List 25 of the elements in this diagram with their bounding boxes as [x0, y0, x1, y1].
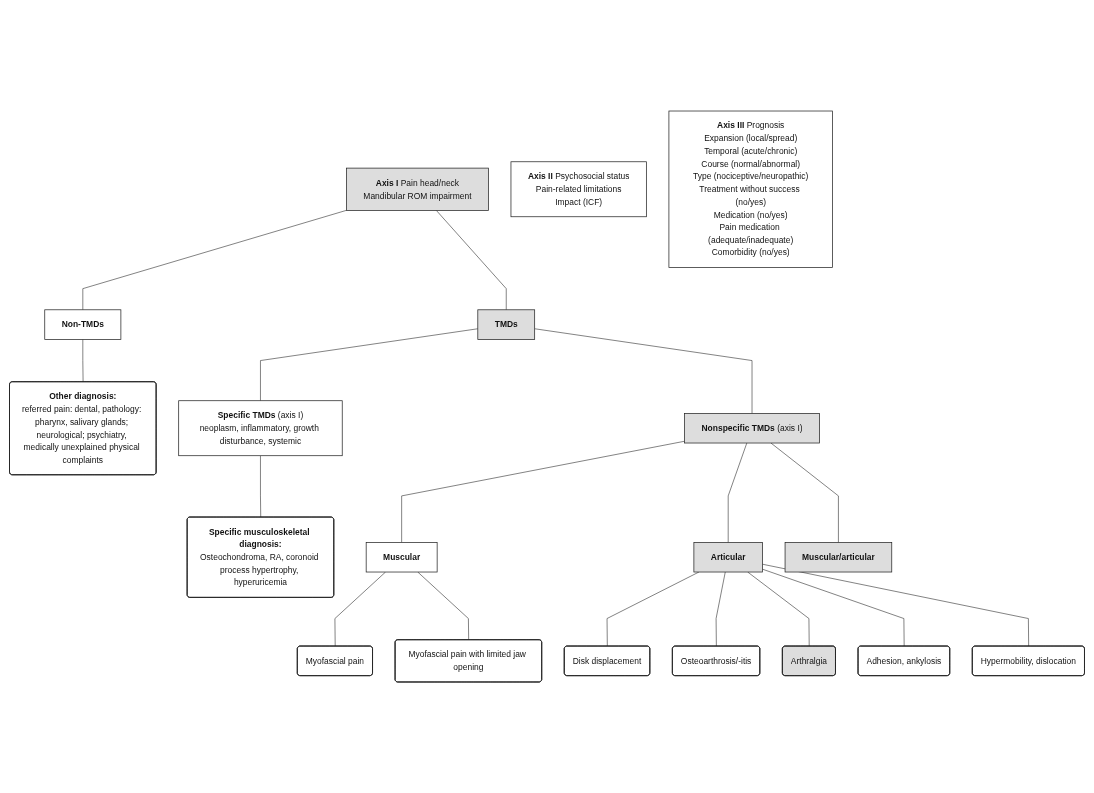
connector	[534, 328, 753, 414]
connector	[436, 210, 507, 311]
node-box: Muscular	[365, 542, 438, 573]
node-box: TMDs	[477, 309, 536, 340]
node-box: Axis I Pain head/neck Mandibular ROM impairment	[346, 167, 489, 211]
connector	[770, 442, 839, 543]
connector	[401, 440, 685, 543]
node-box: Non-TMDs	[44, 309, 122, 340]
connector	[747, 571, 810, 647]
connector	[82, 210, 347, 311]
connector	[82, 339, 84, 383]
node-box: Articular	[693, 542, 763, 573]
node-box: Nonspecific TMDs (axis I)	[684, 413, 820, 444]
node-box: Muscular/articular	[784, 542, 893, 573]
connector	[762, 568, 905, 647]
node-box: Axis II Psychosocial status Pain-related limitations Impact (ICF)	[510, 161, 647, 218]
node-box: Axis III Prognosis Expansion (local/spread) Temporal (acute/chronic) Course (normal/abnormal) Type (nociceptive/neuropathic) Treatment without success (no/yes) Medication (no/yes) Pain medication (adequate/inadequate) Comorbidity (no/yes)	[668, 110, 833, 268]
node-box: Specific TMDs (axis I) neoplasm, inflammatory, growth disturbance, systemic	[178, 400, 343, 457]
connector	[762, 563, 1029, 647]
connector	[260, 455, 261, 518]
connector	[715, 571, 726, 647]
connector	[260, 328, 479, 401]
connector	[417, 571, 469, 641]
connector	[727, 442, 748, 543]
connector	[334, 571, 386, 647]
